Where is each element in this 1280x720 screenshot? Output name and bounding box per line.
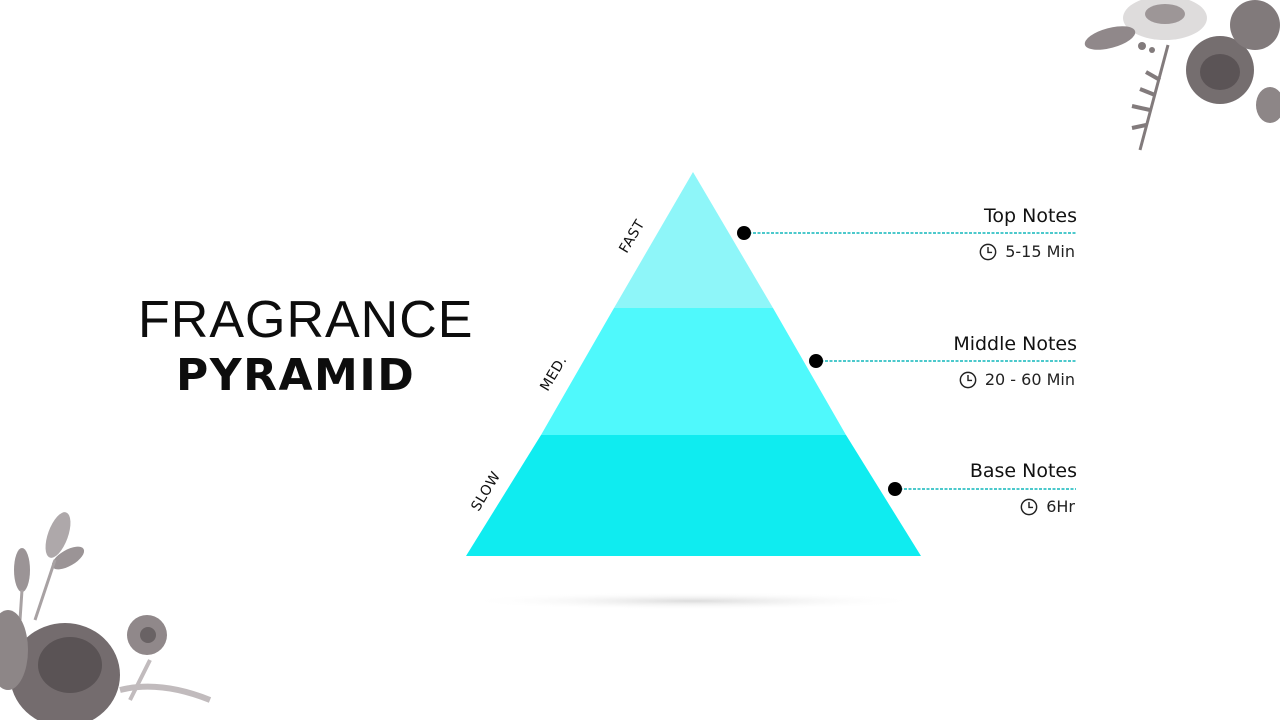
floral-decoration-bottom-left (0, 512, 212, 720)
clock-icon (959, 371, 977, 388)
note-time-middle: 20 - 60 Min (959, 370, 1075, 389)
note-title-middle: Middle Notes (953, 333, 1077, 355)
connector-dot-top (737, 226, 751, 240)
title-fragrance: FRAGRANCE (138, 291, 474, 349)
pyramid-tier-top (614, 172, 773, 308)
note-title-top: Top Notes (984, 205, 1077, 227)
title-pyramid: PYRAMID (176, 350, 416, 401)
floral-decoration-top-right (1084, 0, 1280, 151)
pyramid-tier-middle (541, 308, 846, 435)
clock-icon (1020, 498, 1038, 515)
clock-icon (979, 243, 997, 260)
connector-dot-middle (809, 354, 823, 368)
note-time-top: 5-15 Min (979, 242, 1075, 261)
pyramid-shadow (463, 592, 923, 610)
note-duration-base: 6Hr (1046, 497, 1075, 516)
connector-dot-base (888, 482, 902, 496)
note-duration-top: 5-15 Min (1005, 242, 1075, 261)
note-title-base: Base Notes (969, 460, 1077, 482)
pyramid-tier-base (466, 435, 921, 556)
note-duration-middle: 20 - 60 Min (984, 370, 1075, 389)
note-time-base: 6Hr (1020, 497, 1075, 516)
